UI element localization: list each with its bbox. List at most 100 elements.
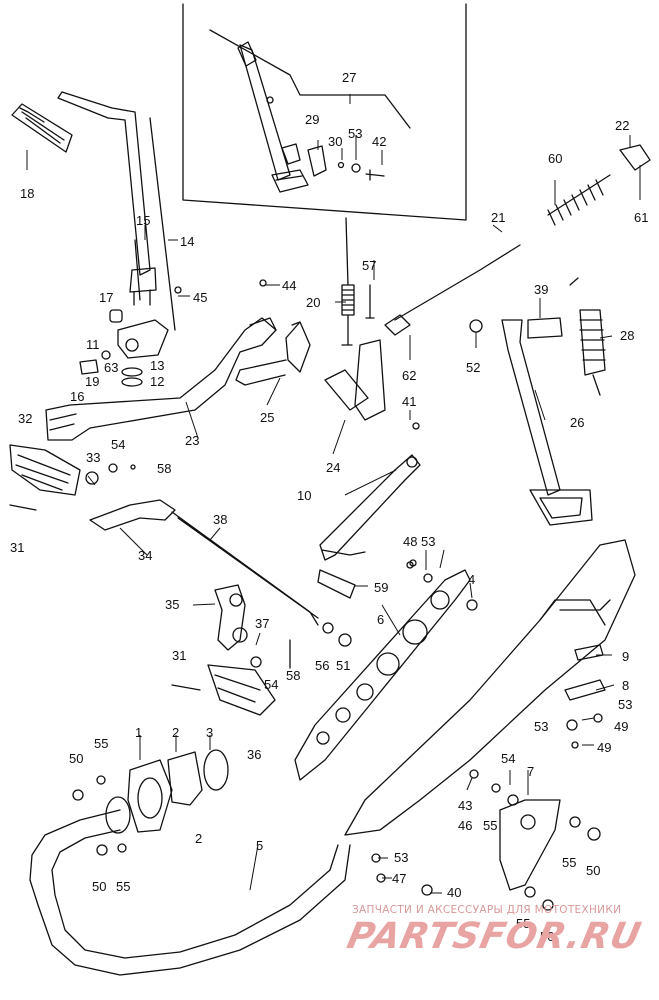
part-label-49: 49 bbox=[597, 740, 611, 755]
part-label-28: 28 bbox=[620, 328, 634, 343]
part-label-53: 53 bbox=[534, 719, 548, 734]
part-label-2: 2 bbox=[172, 725, 179, 740]
part-label-57: 57 bbox=[362, 258, 376, 273]
part-label-20: 20 bbox=[306, 295, 320, 310]
part-label-55: 55 bbox=[94, 736, 108, 751]
brake-pedal bbox=[45, 317, 277, 441]
part-label-37: 37 bbox=[255, 616, 269, 631]
part-label-50: 50 bbox=[69, 751, 83, 766]
part-label-50: 50 bbox=[540, 929, 554, 944]
part-label-21: 21 bbox=[491, 210, 505, 225]
side-stand-inset bbox=[237, 41, 385, 193]
part-label-39: 39 bbox=[534, 282, 548, 297]
part-label-53: 53 bbox=[421, 534, 435, 549]
exhaust-gasket bbox=[127, 759, 173, 833]
part-label-54: 54 bbox=[501, 751, 515, 766]
part-label-49: 49 bbox=[614, 719, 628, 734]
part-label-25: 25 bbox=[260, 410, 274, 425]
part-label-55: 55 bbox=[516, 916, 530, 931]
footrest-shaft bbox=[171, 511, 319, 626]
part-label-27: 27 bbox=[342, 70, 356, 85]
part-label-31: 31 bbox=[172, 648, 186, 663]
part-label-51: 51 bbox=[336, 658, 350, 673]
part-label-11: 11 bbox=[86, 337, 100, 352]
part-label-50: 50 bbox=[92, 879, 106, 894]
part-label-5: 5 bbox=[256, 838, 263, 853]
tension-spring bbox=[341, 217, 355, 346]
part-label-55: 55 bbox=[116, 879, 130, 894]
part-label-10: 10 bbox=[297, 488, 311, 503]
brake-arm bbox=[324, 339, 386, 421]
part-label-6: 6 bbox=[377, 612, 384, 627]
part-label-13: 13 bbox=[150, 358, 164, 373]
part-label-41: 41 bbox=[402, 394, 416, 409]
brake-rod bbox=[319, 454, 421, 561]
part-label-46: 46 bbox=[458, 818, 472, 833]
part-label-54: 54 bbox=[111, 437, 125, 452]
part-label-58: 58 bbox=[286, 668, 300, 683]
part-label-1: 1 bbox=[135, 725, 142, 740]
brake-cable bbox=[384, 144, 651, 336]
part-label-31: 31 bbox=[10, 540, 24, 555]
center-stand bbox=[501, 317, 593, 526]
part-label-58: 58 bbox=[157, 461, 171, 476]
part-label-44: 44 bbox=[282, 278, 296, 293]
part-label-14: 14 bbox=[180, 234, 194, 249]
kick-shaft-boss bbox=[79, 309, 169, 387]
part-label-19: 19 bbox=[85, 374, 99, 389]
part-label-15: 15 bbox=[136, 213, 150, 228]
part-label-59: 59 bbox=[374, 580, 388, 595]
part-label-43: 43 bbox=[458, 798, 472, 813]
part-label-40: 40 bbox=[447, 885, 461, 900]
watermark-tagline: ЗАПЧАСТИ И АКСЕССУАРЫ ДЛЯ МОТОТЕХНИКИ bbox=[352, 904, 622, 916]
watermark-logo: PARTSFOR.RU bbox=[343, 916, 646, 957]
part-label-60: 60 bbox=[548, 151, 562, 166]
part-label-53: 53 bbox=[394, 850, 408, 865]
part-label-55: 55 bbox=[483, 818, 497, 833]
part-label-63: 63 bbox=[104, 360, 118, 375]
part-label-30: 30 bbox=[328, 134, 342, 149]
part-label-7: 7 bbox=[527, 764, 534, 779]
part-label-54: 54 bbox=[264, 677, 278, 692]
muffler-bracket bbox=[499, 799, 561, 891]
part-label-61: 61 bbox=[634, 210, 648, 225]
part-label-4: 4 bbox=[468, 572, 475, 587]
part-label-12: 12 bbox=[150, 374, 164, 389]
exhaust-pipe bbox=[29, 796, 351, 976]
part-label-48: 48 bbox=[403, 534, 417, 549]
part-label-55: 55 bbox=[562, 855, 576, 870]
part-label-36: 36 bbox=[247, 747, 261, 762]
part-label-34: 34 bbox=[138, 548, 152, 563]
muffler bbox=[344, 539, 636, 836]
part-label-45: 45 bbox=[193, 290, 207, 305]
part-label-8: 8 bbox=[622, 678, 629, 693]
part-label-24: 24 bbox=[326, 460, 340, 475]
stand-spring bbox=[569, 277, 606, 396]
part-label-56: 56 bbox=[315, 658, 329, 673]
part-label-53: 53 bbox=[348, 126, 362, 141]
part-label-18: 18 bbox=[20, 186, 34, 201]
part-label-29: 29 bbox=[305, 112, 319, 127]
part-label-9: 9 bbox=[622, 649, 629, 664]
part-label-2: 2 bbox=[195, 831, 202, 846]
part-label-17: 17 bbox=[99, 290, 113, 305]
exhaust-collar bbox=[167, 751, 203, 806]
part-label-26: 26 bbox=[570, 415, 584, 430]
part-label-3: 3 bbox=[206, 725, 213, 740]
part-label-16: 16 bbox=[70, 389, 84, 404]
footrest-right bbox=[207, 664, 276, 716]
part-label-47: 47 bbox=[392, 871, 406, 886]
inset-frame bbox=[182, 3, 467, 221]
part-label-62: 62 bbox=[402, 368, 416, 383]
part-label-50: 50 bbox=[586, 863, 600, 878]
footrest-left bbox=[9, 444, 99, 496]
part-label-38: 38 bbox=[213, 512, 227, 527]
part-label-35: 35 bbox=[165, 597, 179, 612]
part-label-33: 33 bbox=[86, 450, 100, 465]
heat-shield bbox=[294, 569, 471, 781]
part-label-42: 42 bbox=[372, 134, 386, 149]
kick-pedal-arm bbox=[11, 91, 157, 306]
return-spring bbox=[235, 321, 311, 386]
part-label-32: 32 bbox=[18, 411, 32, 426]
